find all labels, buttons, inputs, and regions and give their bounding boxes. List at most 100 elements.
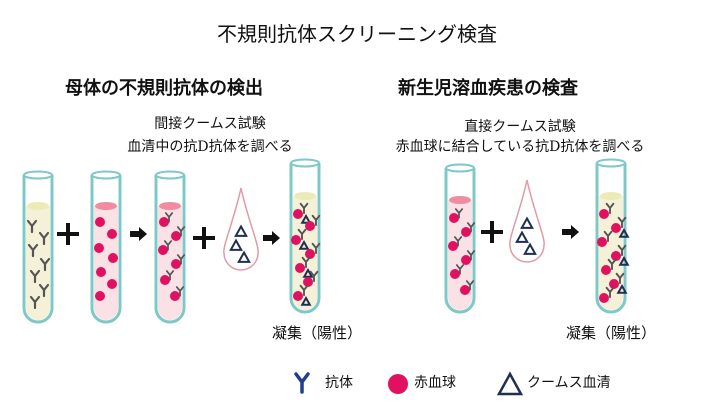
coombs-serum-icon	[520, 216, 534, 229]
red-blood-cell-icon	[158, 245, 168, 255]
red-blood-cell-icon	[107, 229, 117, 239]
antibody-icon	[453, 236, 463, 247]
red-blood-cell-icon	[305, 221, 315, 231]
red-blood-cell-icon	[609, 279, 619, 289]
coombs-serum-icon	[515, 230, 529, 243]
left-result-label: 凝集（陽性）	[272, 324, 363, 342]
red-blood-cell-icon	[171, 231, 181, 241]
tube-rim	[290, 158, 320, 168]
red-blood-cell-icon	[108, 253, 118, 263]
coombs-serum-icon	[234, 224, 248, 237]
antibody-icon	[39, 257, 51, 272]
antibody-icon	[454, 208, 464, 219]
antibody-icon	[29, 269, 41, 284]
coombs-serum-icon	[300, 295, 312, 306]
coombs-serum-icon	[229, 238, 243, 251]
antibody-icon	[605, 286, 615, 299]
legend-antibody-label: 抗体	[325, 375, 353, 391]
tube-fluid-surface	[294, 192, 316, 200]
legend-rbc-icon	[388, 374, 408, 394]
red-blood-cell-icon	[159, 217, 169, 227]
left-test-description: 血清中の抗D抗体を調べる	[127, 139, 293, 155]
red-blood-cell-icon	[461, 227, 471, 237]
red-blood-cell-icon	[611, 223, 621, 233]
red-blood-cell-icon	[450, 269, 460, 279]
red-blood-cell-icon	[293, 291, 303, 301]
antibody-icon	[465, 280, 475, 291]
red-blood-cell-icon	[107, 279, 117, 289]
antibody-icon	[605, 202, 615, 215]
arrow-3	[562, 225, 579, 239]
tube-rim	[155, 170, 185, 180]
antibody-icon	[176, 254, 186, 265]
antibody-icon	[311, 214, 321, 227]
tube-rim	[596, 158, 626, 168]
antibody-icon	[165, 270, 175, 281]
right-result-label: 凝集（陽性）	[566, 324, 657, 342]
antibody-icon	[176, 226, 186, 237]
red-blood-cell-icon	[611, 251, 621, 261]
arrow-1	[130, 227, 147, 241]
red-blood-cell-icon	[95, 291, 105, 301]
tube-glass	[289, 163, 321, 314]
antibody-icon	[164, 212, 174, 223]
red-blood-cell-icon	[597, 237, 607, 247]
tube-fluid-surface	[95, 202, 117, 210]
antibody-icon	[455, 264, 465, 275]
antibody-icon	[607, 258, 617, 271]
antibody-icon	[301, 256, 311, 269]
antibody-icon	[297, 228, 307, 241]
tube-glass	[22, 175, 54, 324]
coombs-serum-icon	[300, 213, 312, 224]
legend-coombs-icon	[496, 371, 524, 396]
red-blood-cell-icon	[293, 209, 303, 219]
red-blood-cell-icon	[305, 249, 315, 259]
antibody-icon	[617, 244, 627, 257]
antibody-icon	[466, 250, 476, 261]
red-blood-cell-icon	[171, 259, 181, 269]
plus-sign-3	[481, 221, 503, 243]
right-test-name: 直接クームス試験	[464, 119, 576, 135]
tube-glass	[154, 175, 186, 324]
antibody-icon	[26, 219, 38, 234]
red-blood-cell-icon	[461, 255, 471, 265]
tube-rim	[23, 170, 53, 180]
antibody-icon	[29, 295, 41, 310]
right-test-description: 赤血球に結合している抗D抗体を調べる	[395, 139, 645, 155]
antibody-icon	[163, 240, 173, 251]
red-blood-cell-icon	[599, 293, 609, 303]
plus-sign-1	[57, 223, 79, 245]
coombs-serum-icon	[618, 227, 630, 238]
red-blood-cell-icon	[95, 217, 105, 227]
tube-rim	[91, 170, 121, 180]
legend-coombs-label: クームス血清	[527, 375, 611, 391]
red-blood-cell-icon	[96, 267, 106, 277]
tube-fluid-surface	[27, 202, 49, 210]
red-blood-cell-icon	[170, 291, 180, 301]
page-title: 不規則抗体スクリーニング検査	[217, 22, 497, 46]
red-blood-cell-icon	[601, 265, 611, 275]
left-section-title: 母体の不規則抗体の検出	[65, 78, 263, 99]
right-section-title: 新生児溶血疾患の検査	[398, 78, 578, 99]
antibody-icon	[175, 286, 185, 297]
coombs-serum-icon	[237, 250, 251, 263]
tube-rim	[445, 163, 475, 173]
antibody-icon	[615, 272, 625, 285]
tube-glass	[595, 163, 627, 314]
red-blood-cell-icon	[94, 243, 104, 253]
antibody-icon	[309, 270, 319, 283]
coombs-serum-icon	[298, 239, 310, 250]
arrow-2	[263, 231, 280, 245]
plus-sign-2	[193, 227, 215, 249]
tube-glass	[90, 175, 122, 324]
legend-antibody-icon	[294, 372, 310, 394]
red-blood-cell-icon	[449, 213, 459, 223]
antibody-icon	[27, 243, 39, 258]
coombs-serum-icon	[302, 267, 314, 278]
tube-glass	[444, 168, 476, 314]
red-blood-cell-icon	[295, 263, 305, 273]
tube-fluid-surface	[600, 192, 622, 200]
antibody-icon	[38, 231, 50, 246]
coombs-serum-icon	[618, 255, 630, 266]
red-blood-cell-icon	[291, 235, 301, 245]
